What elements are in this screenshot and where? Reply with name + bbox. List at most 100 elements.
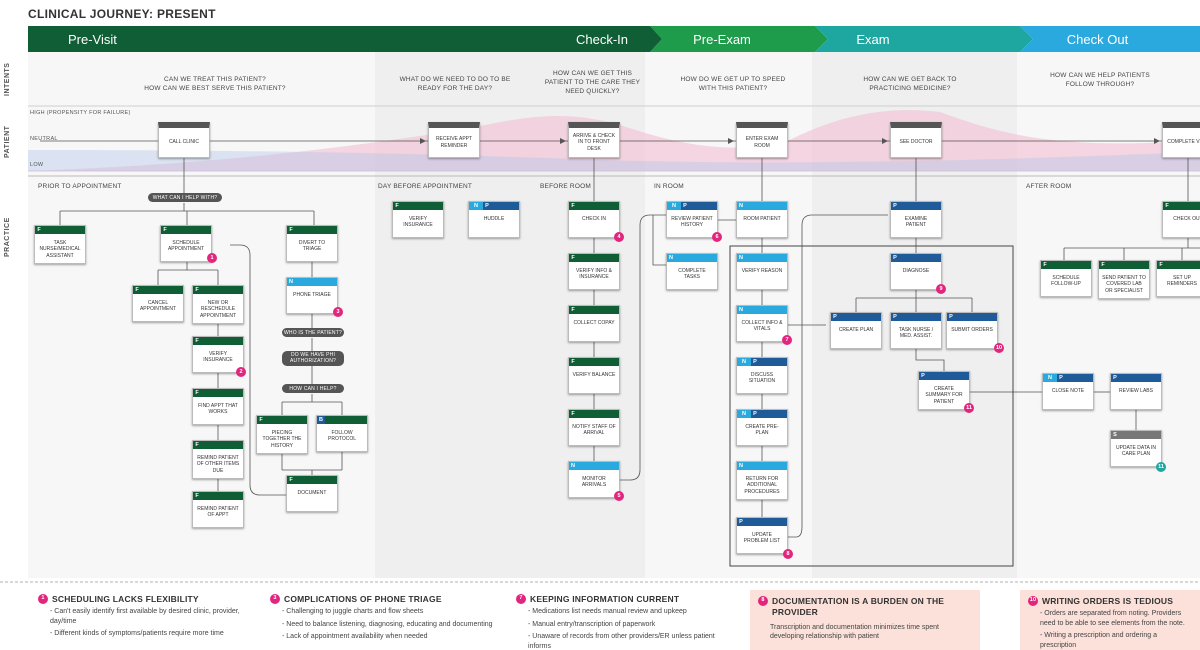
pain-point-marker: 11 — [1156, 462, 1166, 472]
pain-point-marker: 3 — [333, 307, 343, 317]
practice-card-label: SET UP REMINDERS — [1166, 275, 1197, 288]
role-tag: F — [133, 286, 141, 294]
role-tag: N — [469, 202, 483, 210]
role-tag: P — [751, 358, 759, 366]
phase-exam: Exam — [856, 31, 890, 47]
practice-card-label: REMIND PATIENT OF APPT — [197, 506, 239, 519]
pain-point-marker: 9 — [936, 284, 946, 294]
practice-card-label: DIVERT TO TRIAGE — [298, 240, 326, 253]
practice-card-label: CHECK IN — [582, 216, 606, 222]
role-tag: F — [393, 202, 401, 210]
role-tag: P — [483, 202, 491, 210]
intent-text: WHAT DO WE NEED TO DO TO BE READY FOR TH… — [399, 76, 511, 92]
phase-label: Pre-Visit — [68, 31, 117, 47]
role-tag: F — [193, 492, 201, 500]
practice-card-label: REMIND PATIENT OF OTHER ITEMS DUE — [196, 455, 240, 474]
patient-step: CALL CLINIC — [158, 122, 210, 158]
phase-check-out: Check Out — [1066, 31, 1129, 47]
level-low: LOW — [30, 162, 44, 168]
insight-item: Lack of appointment availability when ne… — [282, 632, 500, 641]
pain-point-marker: 1 — [207, 253, 217, 263]
patient-step: ENTER EXAM ROOM — [736, 122, 788, 158]
practice-card-label: COMPLETE TASKS — [678, 268, 706, 281]
role-tag: P — [1111, 374, 1119, 382]
practice-card-label: COLLECT COPAY — [573, 320, 615, 326]
section-label: IN ROOM — [654, 183, 684, 190]
practice-card-label: TASK NURSE/MEDICAL ASSISTANT — [39, 240, 81, 259]
section-label: AFTER ROOM — [1026, 183, 1072, 190]
role-tag: P — [751, 410, 759, 418]
insight-item: Medications list needs manual review and… — [528, 607, 731, 616]
role-tag: F — [1099, 261, 1107, 269]
practice-card-label: REVIEW LABS — [1119, 388, 1153, 394]
practice-card-label: VERIFY BALANCE — [572, 372, 616, 378]
role-tag: N — [737, 306, 745, 314]
role-tag: P — [891, 202, 899, 210]
role-tag: N — [737, 462, 745, 470]
practice-card-label: HUDDLE — [483, 216, 505, 222]
practice-card-label: PIECING TOGETHER THE HISTORY — [262, 430, 302, 449]
role-tag: F — [569, 358, 577, 366]
practice-card-label: CANCEL APPOINTMENT — [139, 300, 177, 313]
role-tag: F — [569, 306, 577, 314]
insight-item: Different kinds of symptoms/patients req… — [50, 629, 268, 638]
role-tag: N — [1043, 374, 1057, 382]
practice-card-label: CREATE PLAN — [838, 327, 874, 333]
role-tag: F — [1041, 261, 1049, 269]
practice-card-label: EXAMINE PATIENT — [904, 216, 928, 229]
decision-pill: HOW CAN I HELP? — [282, 384, 344, 393]
practice-card-label: CHECK OUT — [1173, 216, 1200, 222]
practice-card: F REMIND PATIENT OF APPT — [192, 491, 244, 528]
practice-card-label: VERIFY REASON — [741, 268, 783, 274]
pain-point-marker: 5 — [614, 491, 624, 501]
role-tag: F — [287, 226, 295, 234]
section-label: DAY BEFORE APPOINTMENT — [378, 183, 473, 190]
role-tag: P — [681, 202, 689, 210]
insight-body: Transcription and documentation minimize… — [770, 623, 939, 641]
practice-card-label: DIAGNOSE — [902, 268, 930, 274]
practice-card: P EXAMINE PATIENT — [890, 201, 942, 238]
practice-card: F SEND PATIENT TO COVERED LAB OR SPECIALI… — [1098, 260, 1150, 299]
level-neutral: NEUTRAL — [30, 136, 58, 142]
intent-text: HOW CAN WE GET BACK TO PRACTICING MEDICI… — [863, 76, 957, 92]
intent-text: HOW CAN WE HELP PATIENTS FOLLOW THROUGH? — [1050, 72, 1150, 88]
practice-card-label: TASK NURSE / MED. ASSIST. — [898, 327, 934, 340]
insight-item: Unaware of records from other providers/… — [528, 632, 731, 650]
role-tag: P — [737, 518, 745, 526]
practice-card-label: UPDATE PROBLEM LIST — [743, 532, 781, 545]
role-tag: P — [891, 313, 899, 321]
role-tag: N — [569, 462, 577, 470]
practice-card-label: SEND PATIENT TO COVERED LAB OR SPECIALIS… — [1102, 275, 1146, 294]
pain-point-marker: 7 — [782, 335, 792, 345]
pain-point-marker: 6 — [712, 232, 722, 242]
role-tag: N — [737, 254, 745, 262]
insight-item: Challenging to juggle charts and flow sh… — [282, 607, 500, 616]
level-high: HIGH (PROPENSITY FOR FAILURE) — [30, 110, 131, 116]
decision-pill: DO WE HAVE PHI AUTHORIZATION? — [282, 351, 344, 366]
practice-card-label: CREATE PRE-PLAN — [745, 424, 779, 437]
